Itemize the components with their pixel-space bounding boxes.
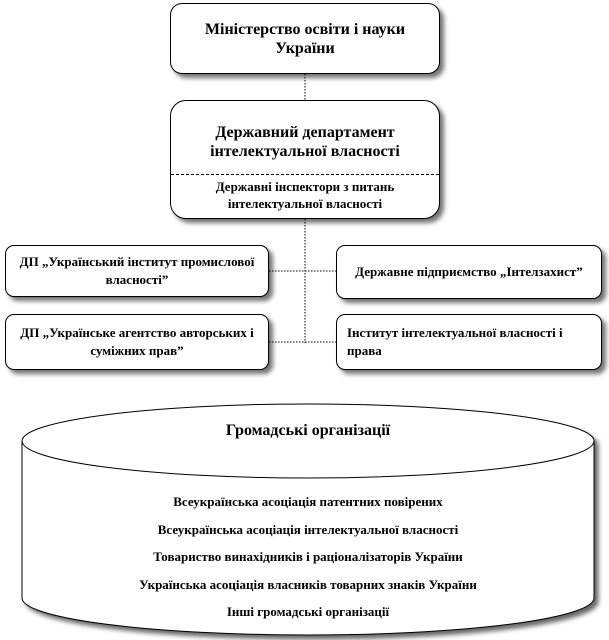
list-item: Всеукраїнська асоціація патентних повіре… — [173, 494, 443, 509]
uaasp-label: ДП „Українське агентство авторських і су… — [20, 325, 254, 358]
department-box: Державний департамент інтелектуальної вл… — [170, 100, 440, 219]
intelzahyst-box: Державне підприємство „Інтелзахист” — [336, 245, 602, 299]
department-label: Державний департамент інтелектуальної вл… — [210, 123, 400, 160]
list-item: Інші громадські організації — [226, 604, 390, 619]
inspectors-label: Державні інспектори з питань інтелектуал… — [215, 179, 395, 211]
public-orgs-list: Всеукраїнська асоціація патентних повіре… — [22, 488, 594, 626]
ministry-label: Міністерство освіти і науки України — [204, 20, 406, 57]
uipv-label: ДП „Український інститут промислової вла… — [19, 254, 255, 287]
institute-box: Інститут інтелектуальної власності і пра… — [336, 314, 602, 370]
uaasp-box: ДП „Українське агентство авторських і су… — [5, 314, 269, 370]
uipv-box: ДП „Український інститут промислової вла… — [5, 245, 269, 297]
public-orgs-title: Громадські організації — [225, 422, 391, 439]
ministry-box: Міністерство освіти і науки України — [170, 3, 440, 74]
list-item: Товариство винахідників і раціоналізатор… — [153, 549, 463, 564]
department-divider — [171, 174, 439, 175]
list-item: Українська асоціація власників товарних … — [139, 576, 477, 592]
list-item: Всеукраїнська асоціація інтелектуальної … — [157, 521, 459, 537]
intelzahyst-label: Державне підприємство „Інтелзахист” — [355, 264, 583, 279]
institute-label: Інститут інтелектуальної власності і пра… — [347, 325, 563, 358]
